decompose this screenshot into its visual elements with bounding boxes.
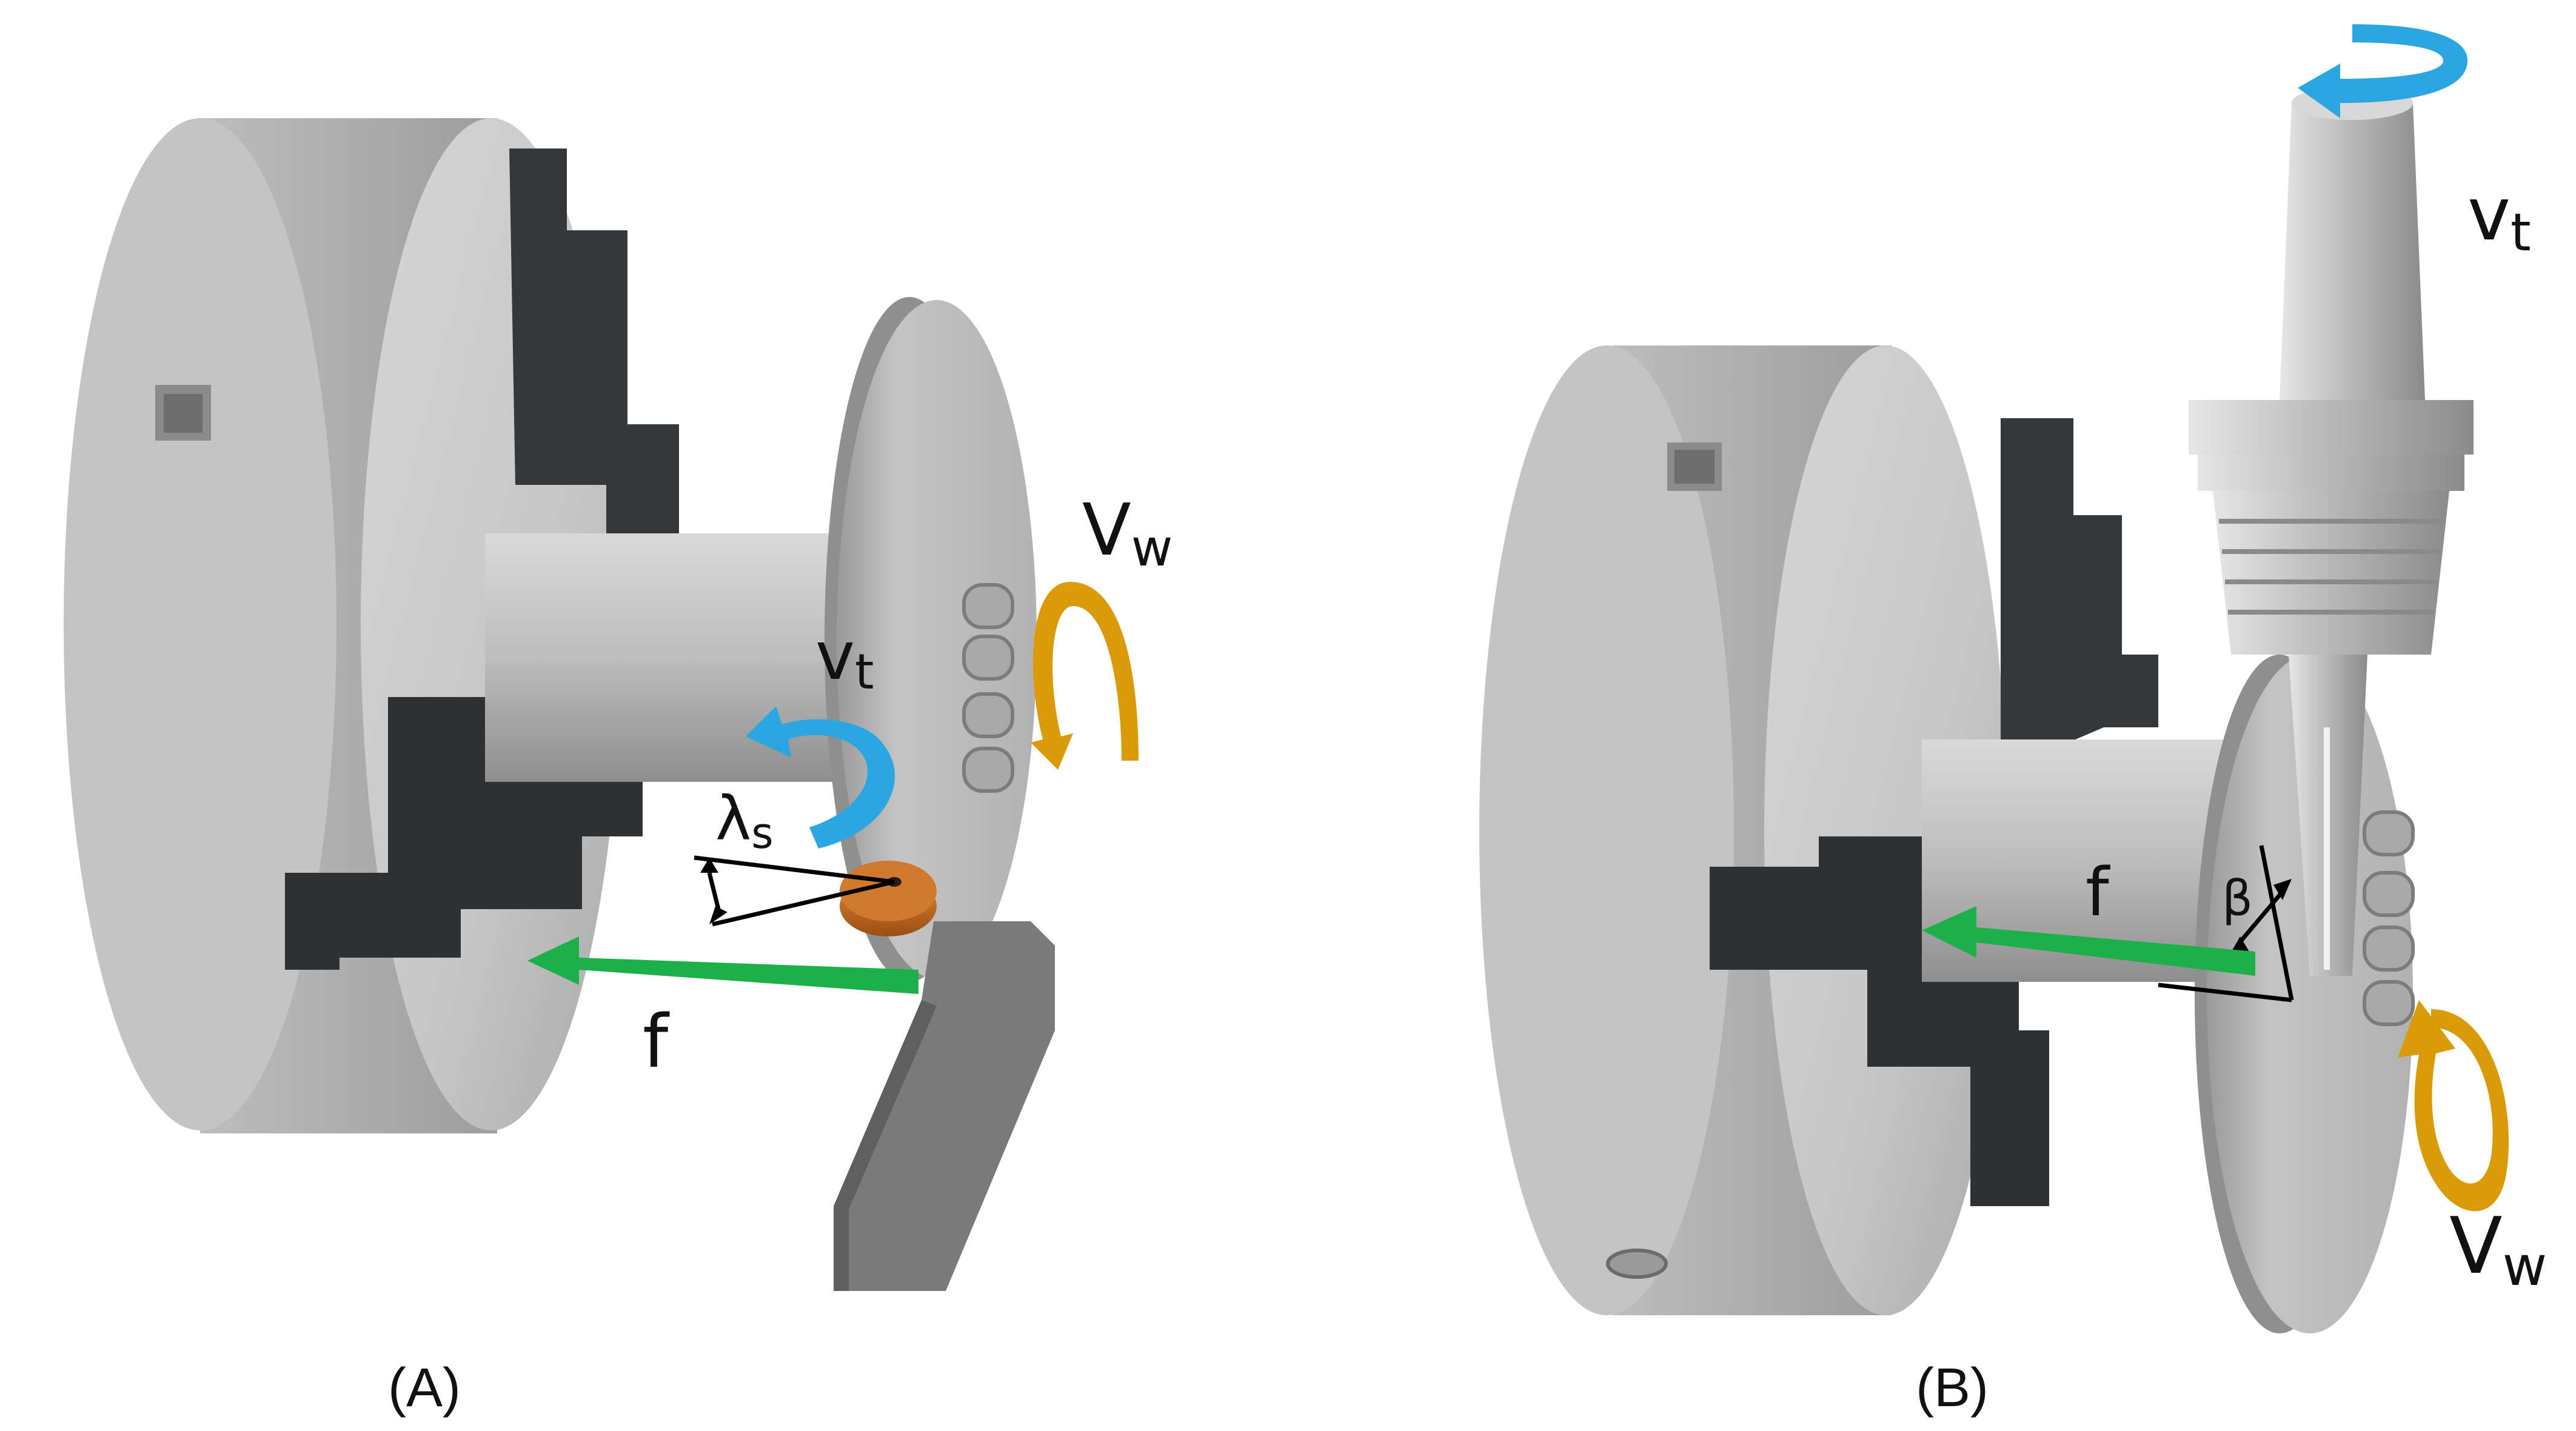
panel-b: vt f β Vw (B) <box>1479 24 2547 1418</box>
inclination-angle-label: λ <box>715 783 751 854</box>
svg-text:Vw: Vw <box>2449 1201 2547 1298</box>
workpiece-shaft-b <box>1922 739 2243 982</box>
tool-speed-label-b: v <box>2467 173 2511 257</box>
inclination-angle-sub: s <box>751 809 773 858</box>
tool-rotation-arrow-a <box>746 706 895 849</box>
tool-holder-a <box>834 921 1055 1291</box>
chuck-jaw-upper <box>509 148 679 533</box>
caption-b: (B) <box>1916 1358 1989 1418</box>
chuck-jaw-lower <box>285 697 643 970</box>
mounting-studs-a <box>962 583 1014 793</box>
svg-text:vt: vt <box>2467 173 2531 263</box>
svg-text:vt: vt <box>815 617 874 700</box>
inclination-angle-lines <box>694 855 895 927</box>
chuck-front-face <box>1764 345 2007 1315</box>
feed-arrow-a <box>527 936 918 994</box>
workpiece-shaft-a <box>485 533 867 782</box>
feed-label-a: f <box>643 1000 670 1084</box>
chuck-bolt-hole <box>1606 1249 1668 1279</box>
tool-speed-sub-a: t <box>855 644 874 700</box>
feed-arrow-b <box>1922 906 2255 976</box>
workpiece-speed-sub-a: w <box>1131 518 1173 578</box>
chuck-back-face <box>1479 345 1734 1315</box>
tilt-angle-label: β <box>2222 870 2253 927</box>
svg-text:Vw: Vw <box>1082 488 1173 578</box>
chuck-back-face <box>64 118 336 1130</box>
rotary-insert <box>840 861 937 936</box>
panel-a: Vw vt λs f (A) <box>64 118 1173 1418</box>
workpiece-rotation-arrow-a <box>1031 582 1139 770</box>
mounting-studs-b <box>2363 810 2415 1026</box>
chuck-a <box>64 118 679 1133</box>
workpiece-speed-label-b: V <box>2449 1201 2503 1292</box>
caption-a: (A) <box>388 1358 461 1418</box>
tool-speed-sub-b: t <box>2511 202 2531 263</box>
svg-text:λs: λs <box>715 783 774 858</box>
workpiece-rotation-arrow-b <box>2398 1000 2509 1212</box>
tool-speed-label-a: v <box>815 617 855 695</box>
chuck-jaw-upper <box>2001 418 2158 746</box>
tool-rotation-arrow-b <box>2298 24 2467 118</box>
feed-label-b: f <box>2086 853 2110 931</box>
workpiece-speed-label-a: V <box>1082 488 1131 572</box>
workpiece-speed-sub-b: w <box>2503 1235 2548 1298</box>
